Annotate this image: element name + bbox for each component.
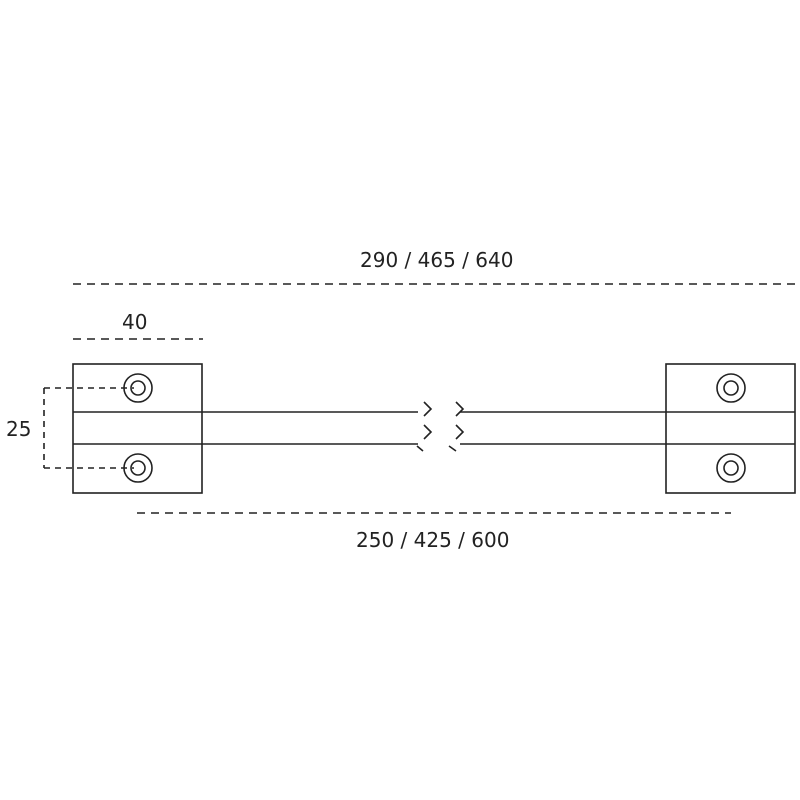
overall-length-label: 290 / 465 / 640 <box>360 248 514 272</box>
bar-right-segment <box>460 411 795 445</box>
left-mounting-block <box>72 363 203 494</box>
break-mark-left <box>416 401 433 452</box>
right-mounting-block <box>665 363 796 494</box>
screw-hole-left-top <box>123 373 153 403</box>
mount-width-label: 40 <box>122 310 148 334</box>
screw-hole-right-bottom <box>716 453 746 483</box>
center-to-center-label: 250 / 425 / 600 <box>356 528 510 552</box>
bar-left-segment <box>73 411 418 445</box>
screw-hole-left-bottom <box>123 453 153 483</box>
screw-hole-right-top <box>716 373 746 403</box>
hole-spacing-label: 25 <box>6 417 32 441</box>
hole-spacing-dimension <box>43 387 134 469</box>
break-mark-right <box>448 401 465 452</box>
